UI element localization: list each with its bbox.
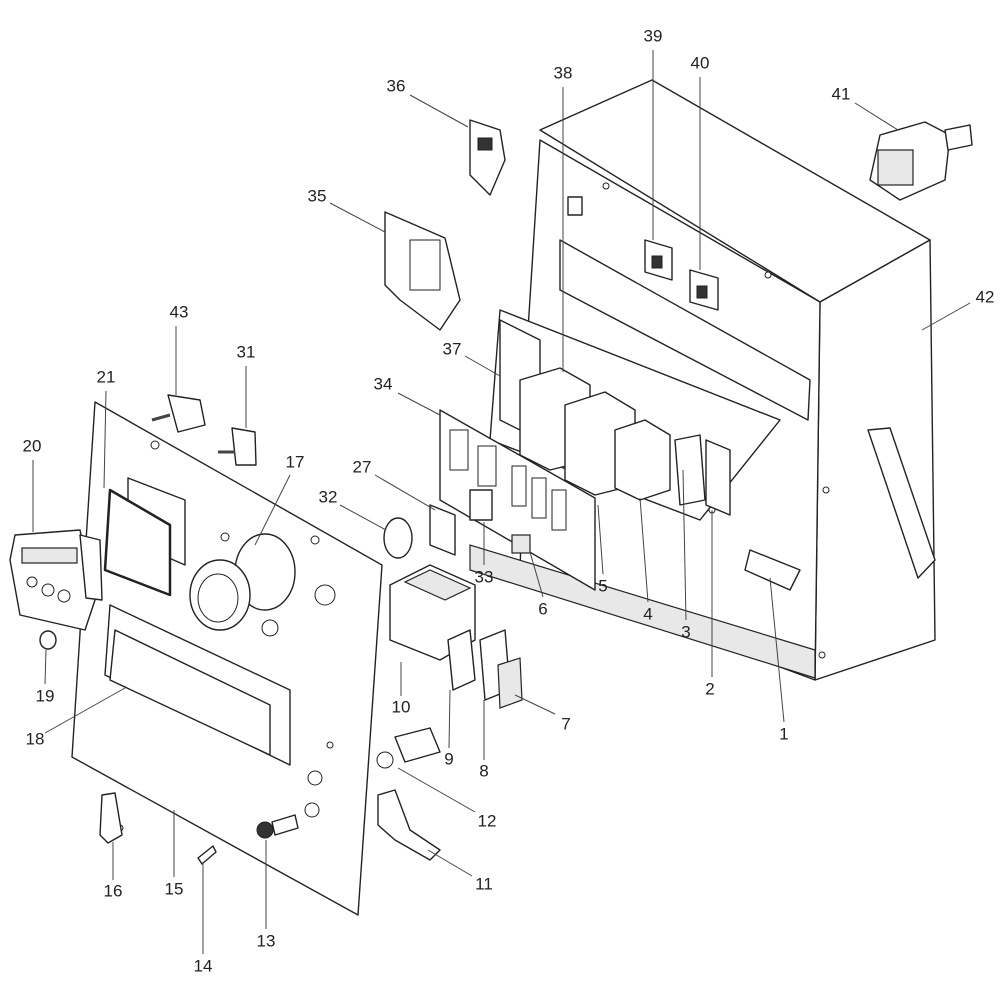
callout-label-19: 19 (36, 686, 55, 705)
callout-label-40: 40 (691, 53, 710, 72)
leader-line-4 (639, 497, 649, 603)
capacitor-6 (511, 534, 531, 554)
callout-label-33: 33 (475, 567, 494, 586)
callout-label-32: 32 (319, 487, 338, 506)
callout-label-37: 37 (443, 339, 462, 358)
leader-line-6 (529, 551, 544, 598)
leader-line-17 (254, 474, 291, 546)
fuse-14 (197, 845, 217, 865)
callout-label-38: 38 (554, 63, 573, 82)
leader-line-18 (44, 687, 126, 734)
leader-line-3 (682, 469, 687, 621)
din-rail-3 (674, 434, 706, 506)
callout-label-43: 43 (170, 302, 189, 321)
connector-36 (469, 119, 506, 196)
callout-label-31: 31 (237, 342, 256, 361)
callout-label-13: 13 (257, 931, 276, 950)
callout-label-14: 14 (194, 956, 213, 975)
breaker-cover-34 (439, 409, 596, 591)
leader-line-34 (397, 392, 441, 416)
leader-line-9 (448, 689, 451, 749)
toggle-switch-31 (218, 427, 257, 466)
callout-label-3: 3 (681, 622, 690, 641)
callout-labels: 1234567891011121314151617181920212731323… (23, 26, 995, 975)
display-module-20 (9, 529, 103, 631)
leader-line-11 (427, 849, 473, 877)
breaker-4 (614, 419, 671, 501)
callout-label-15: 15 (165, 879, 184, 898)
callout-label-9: 9 (444, 749, 453, 768)
callout-label-21: 21 (97, 367, 116, 386)
cabinet-right-side (814, 239, 936, 681)
auxiliary-contact-9 (447, 629, 476, 691)
callout-label-8: 8 (479, 761, 488, 780)
callout-label-16: 16 (104, 881, 123, 900)
leader-line-27 (374, 474, 436, 511)
microswitch-33 (469, 489, 493, 521)
callout-label-27: 27 (353, 457, 372, 476)
callout-label-7: 7 (561, 714, 570, 733)
label-plate-7 (497, 657, 523, 709)
indicator-lamp-19 (39, 630, 57, 650)
callout-label-35: 35 (308, 186, 327, 205)
leader-line-7 (514, 694, 556, 715)
pushbutton-12 (376, 727, 441, 769)
callout-label-4: 4 (643, 604, 652, 623)
circuit-breakers (499, 319, 731, 516)
leader-line-42 (921, 302, 971, 331)
leader-line-1 (769, 577, 785, 723)
front-panel-15 (71, 401, 383, 916)
callout-label-34: 34 (374, 374, 393, 393)
leader-line-37 (464, 355, 501, 377)
callout-label-5: 5 (598, 576, 607, 595)
connector-35 (384, 211, 461, 331)
leader-line-36 (409, 94, 469, 128)
grommet-32 (383, 517, 413, 559)
callout-label-12: 12 (478, 811, 497, 830)
callout-label-20: 20 (23, 436, 42, 455)
bracket-27 (429, 504, 456, 556)
fuse-holder-13 (256, 814, 299, 839)
selector-knob-17 (189, 533, 296, 631)
callout-label-11: 11 (475, 874, 493, 893)
relay-40 (689, 269, 719, 311)
contactor-10 (389, 564, 476, 661)
cabinet-mounting-rail (559, 239, 811, 421)
callout-label-6: 6 (538, 599, 547, 618)
callout-label-42: 42 (976, 287, 995, 306)
callout-label-10: 10 (392, 697, 411, 716)
leader-line-21 (103, 390, 107, 489)
callout-label-39: 39 (644, 26, 663, 45)
callout-label-41: 41 (832, 84, 851, 103)
bracket-2 (705, 439, 731, 516)
bracket-11 (377, 789, 441, 861)
toggle-switch-43 (151, 394, 206, 433)
hinge-16 (99, 792, 123, 844)
cabinet-handle (867, 427, 936, 579)
din-rail-1 (744, 549, 801, 591)
cabinet-label-plate (567, 196, 583, 216)
leader-line-5 (597, 504, 604, 575)
callout-label-17: 17 (286, 452, 305, 471)
callout-label-1: 1 (779, 724, 788, 743)
leader-line-35 (329, 202, 386, 233)
callout-label-2: 2 (705, 679, 714, 698)
relay-39 (644, 239, 673, 281)
connector-41 (869, 121, 973, 201)
leader-line-19 (44, 649, 47, 685)
leader-line-12 (397, 767, 476, 813)
leader-line-41 (854, 102, 899, 131)
cabinet-base (469, 544, 816, 679)
callout-label-18: 18 (26, 729, 45, 748)
callout-label-36: 36 (387, 76, 406, 95)
leader-line-32 (339, 504, 387, 531)
gasket-21 (103, 488, 172, 597)
